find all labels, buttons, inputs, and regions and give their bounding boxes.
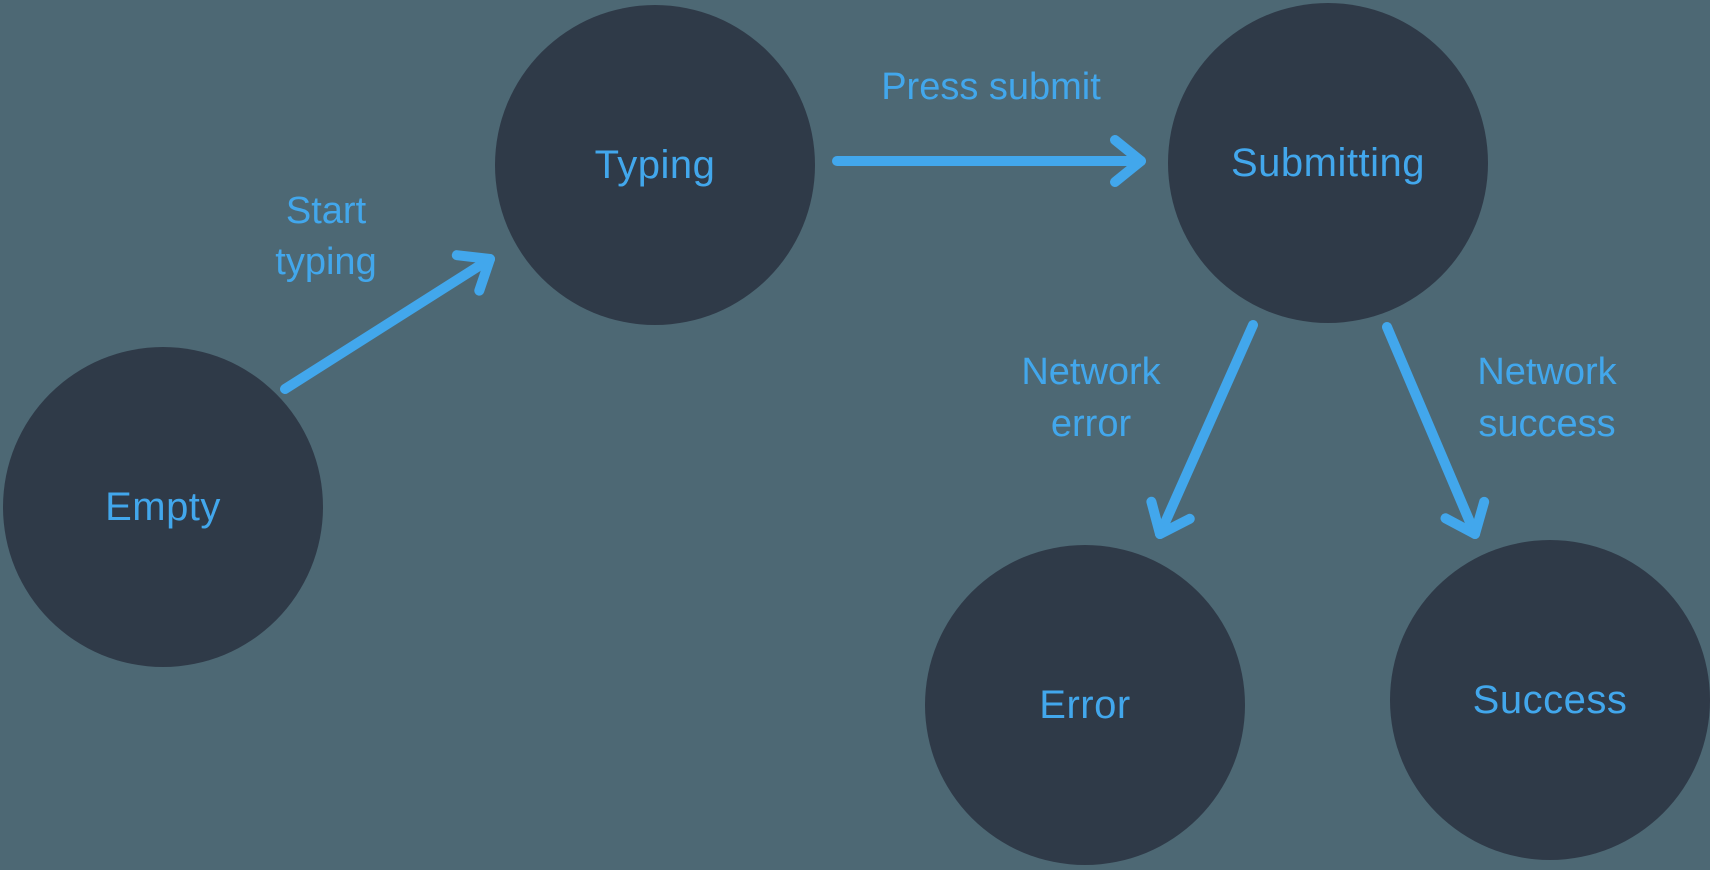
state-node-empty: Empty (3, 347, 323, 667)
arrow-submitting-to-error-icon (1146, 320, 1258, 540)
arrow-submitting-to-success-icon (1382, 322, 1490, 540)
edge-label-press-submit: Press submit (881, 66, 1101, 108)
state-label-submitting: Submitting (1231, 140, 1425, 185)
state-label-error: Error (1039, 682, 1131, 727)
state-node-error: Error (925, 545, 1245, 865)
state-node-submitting: Submitting (1168, 3, 1488, 323)
state-label-success: Success (1472, 677, 1628, 722)
edge-label-network-error: Network error (1021, 351, 1161, 445)
state-label-typing: Typing (594, 142, 716, 187)
state-node-typing: Typing (495, 5, 815, 325)
edge-label-start-typing: Start typing (275, 190, 377, 283)
edge-label-network-success: Network success (1477, 351, 1617, 445)
state-node-success: Success (1390, 540, 1710, 860)
state-label-empty: Empty (105, 484, 221, 529)
arrow-empty-to-typing-icon (280, 250, 496, 394)
